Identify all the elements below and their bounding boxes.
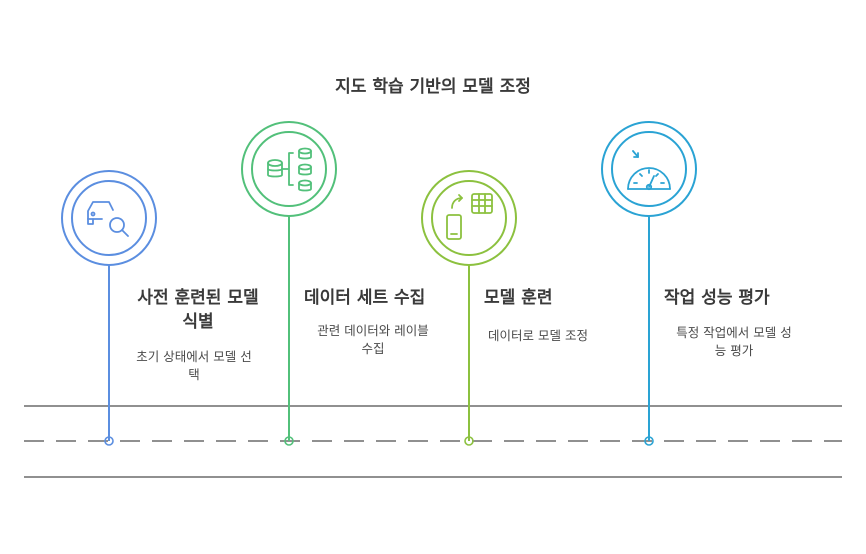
- speedometer-icon: [627, 150, 671, 191]
- step-2-title: 데이터 세트 수집: [304, 286, 464, 310]
- device-sync-table-icon: [446, 193, 493, 240]
- step-4-desc-line-2: 능 평가: [714, 343, 754, 358]
- step-2-desc-line-2: 수집: [361, 341, 385, 356]
- step-1-title: 사전 훈련된 모델 식별: [118, 286, 278, 334]
- step-1-description: 초기 상태에서 모델 선 택: [118, 348, 270, 384]
- step-2-marker: [241, 121, 337, 446]
- step-2-description: 관련 데이터와 레이블 수집: [298, 322, 448, 358]
- step-1-desc-line-1: 초기 상태에서 모델 선: [136, 349, 252, 364]
- diagram-title: 지도 학습 기반의 모델 조정: [335, 77, 531, 97]
- step-1-title-line-1: 사전 훈련된 모델: [137, 288, 259, 308]
- step-4-title: 작업 성능 평가: [664, 286, 834, 310]
- step-3-title: 모델 훈련: [484, 286, 644, 310]
- step-3-desc-line-1: 데이터로 모델 조정: [488, 328, 588, 343]
- step-1-desc-line-2: 택: [188, 367, 200, 382]
- car-search-icon: [87, 201, 129, 237]
- step-4-description: 특정 작업에서 모델 성 능 평가: [658, 324, 810, 360]
- step-2-desc-line-1: 관련 데이터와 레이블: [317, 323, 429, 338]
- step-1-title-line-2: 식별: [182, 312, 214, 332]
- database-hierarchy-icon: [267, 147, 312, 192]
- step-4-desc-line-1: 특정 작업에서 모델 성: [676, 325, 792, 340]
- step-4-marker: [601, 121, 697, 446]
- step-4-title-line-1: 작업 성능 평가: [664, 288, 770, 308]
- step-3-marker: [421, 170, 517, 446]
- step-3-description: 데이터로 모델 조정: [488, 327, 648, 345]
- step-2-title-line-1: 데이터 세트 수집: [304, 288, 426, 308]
- step-1-marker: [61, 170, 157, 446]
- step-3-title-line-1: 모델 훈련: [484, 288, 553, 308]
